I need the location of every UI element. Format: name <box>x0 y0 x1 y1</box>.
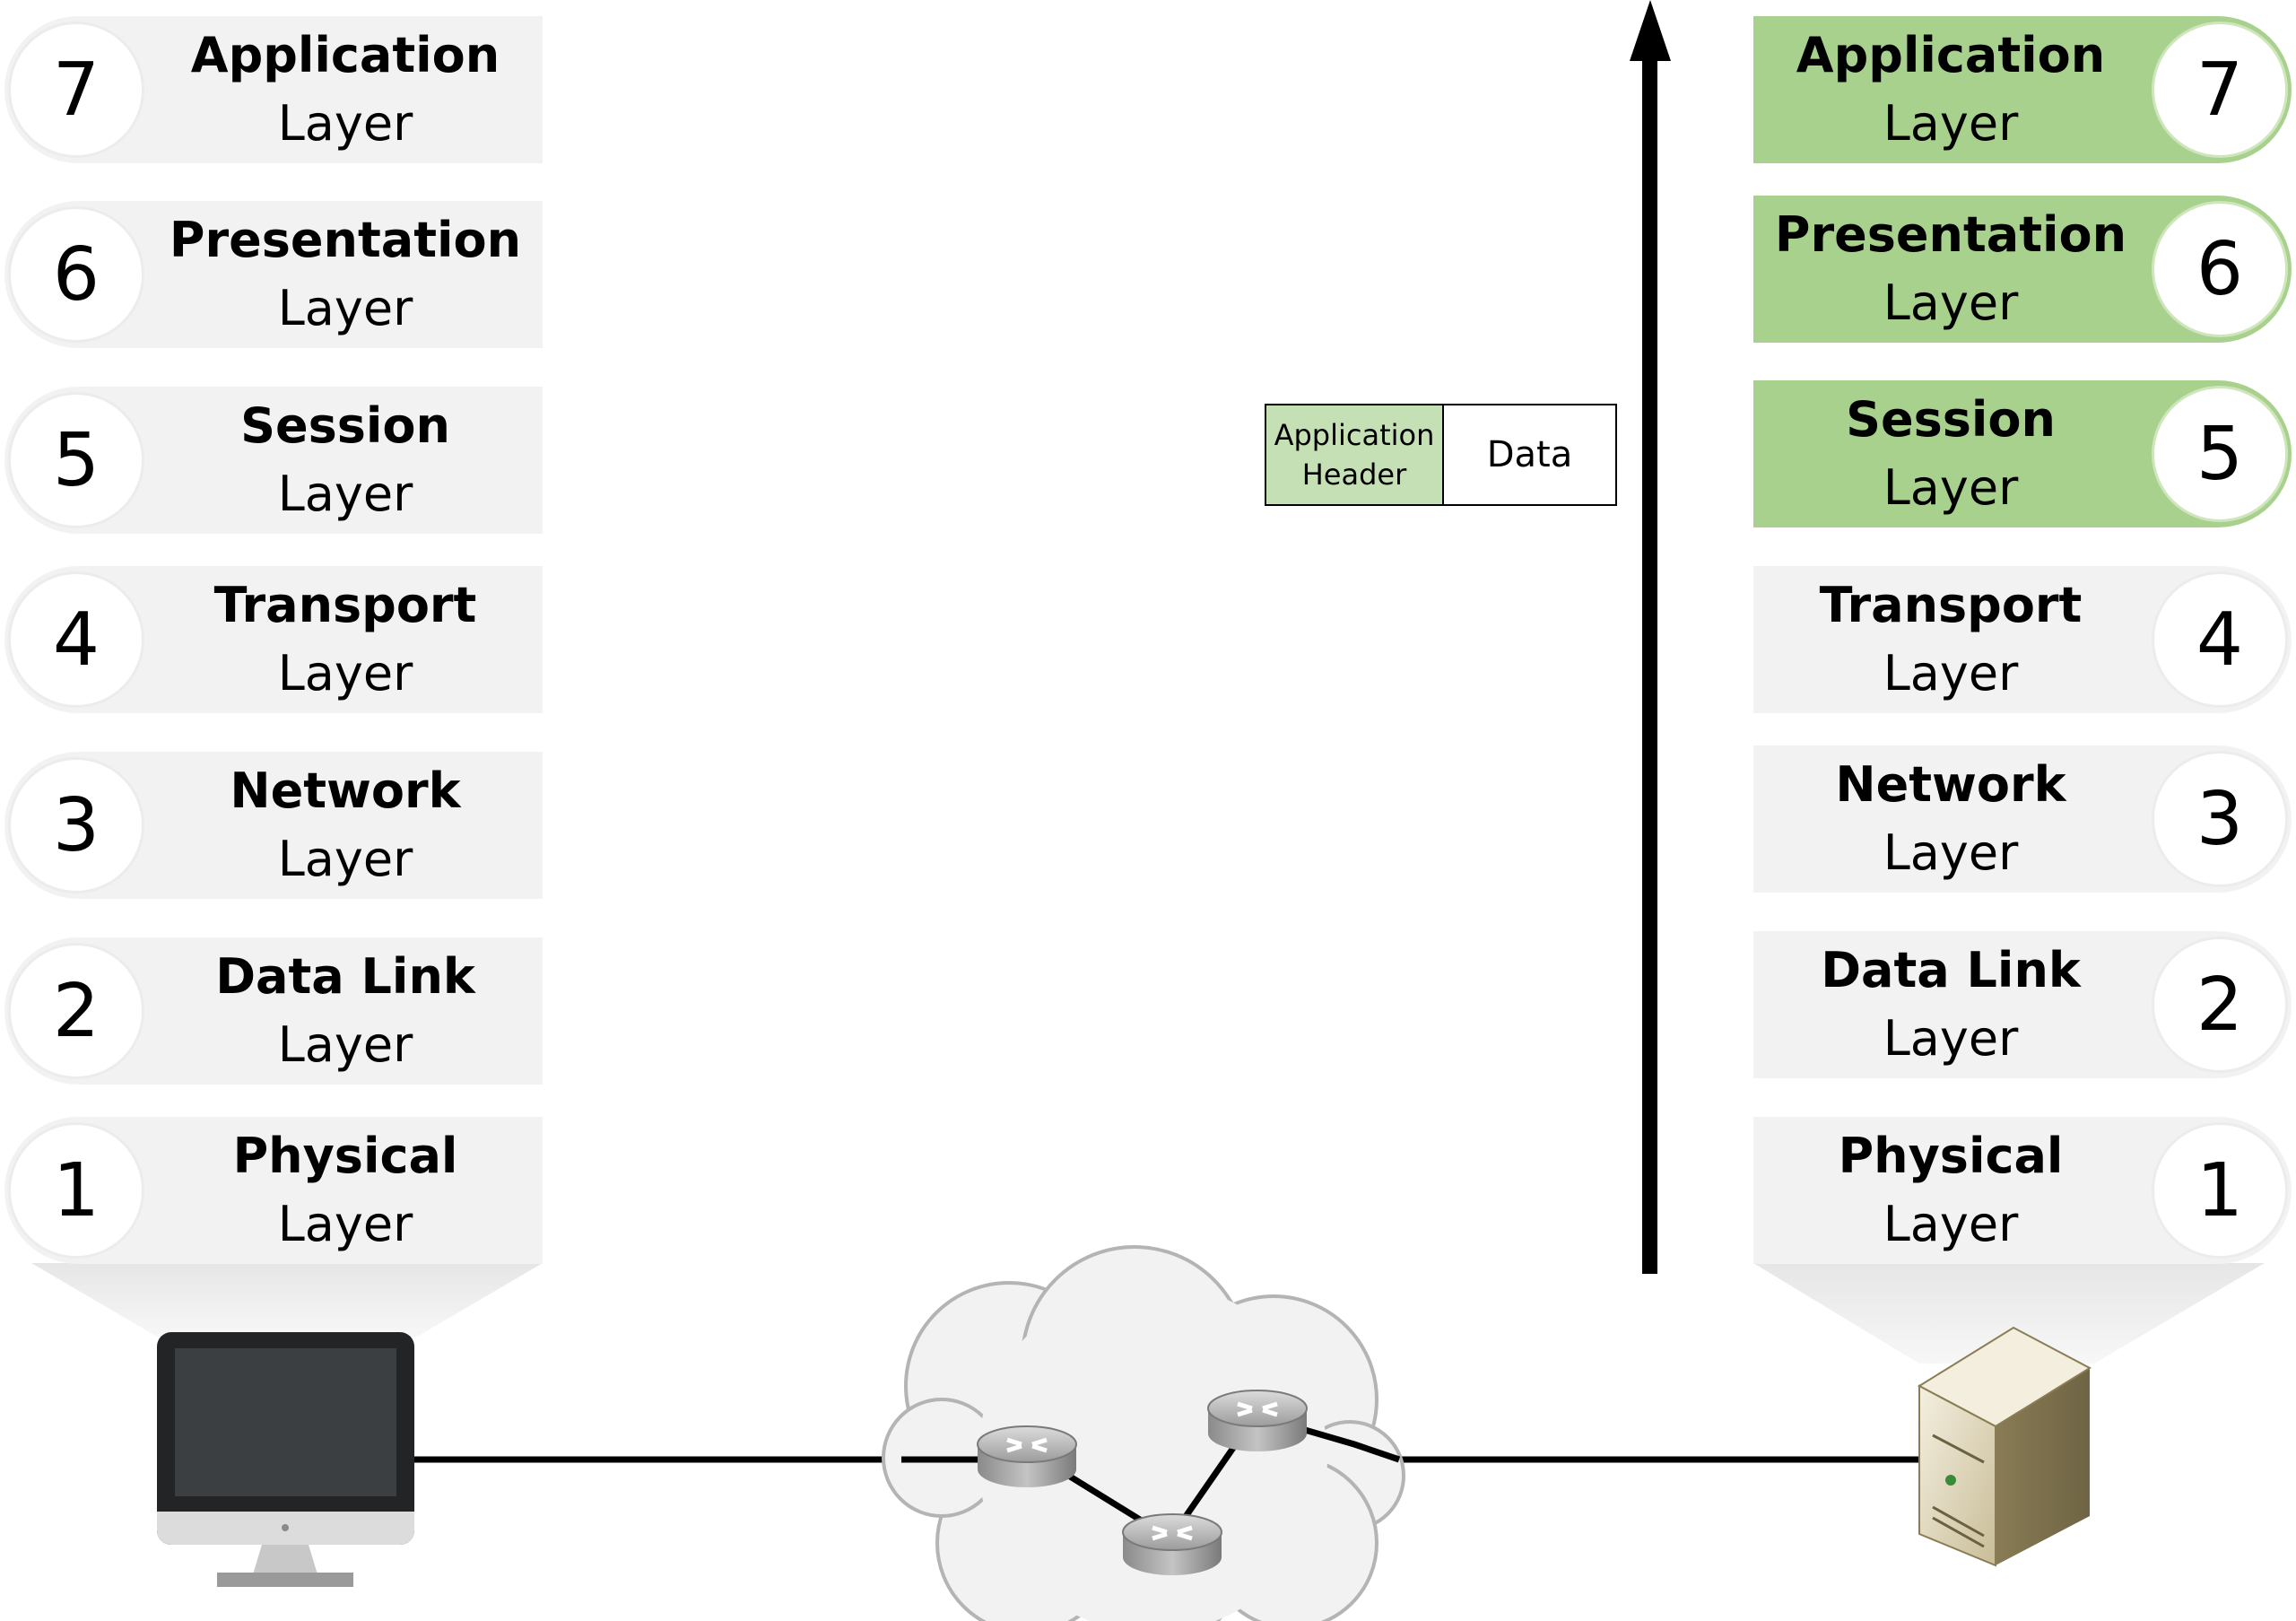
layer-name: Network <box>1835 756 2066 813</box>
layer-number: 5 <box>2152 386 2288 522</box>
layer-number: 3 <box>8 757 144 893</box>
layer-suffix: Layer <box>1883 1196 2019 1252</box>
layer-name: Presentation <box>1774 206 2127 263</box>
layer-number: 4 <box>8 571 144 708</box>
layer-suffix: Layer <box>1883 824 2019 881</box>
layer-number: 7 <box>2152 22 2288 158</box>
layer-name: Data Link <box>1821 942 2081 998</box>
pdu-block: Application Header Data <box>1265 404 1617 506</box>
layer-number: 6 <box>2152 201 2288 337</box>
header-line-2: Header <box>1301 458 1407 492</box>
layer-suffix: Layer <box>277 466 413 522</box>
layer-suffix: Layer <box>277 1016 413 1073</box>
right-stack-beam <box>1753 1263 2265 1364</box>
layer-suffix: Layer <box>1883 95 2019 152</box>
data-cell: Data <box>1444 405 1615 504</box>
header-line-1: Application <box>1274 418 1435 452</box>
layer-name: Presentation <box>169 212 522 268</box>
layer-suffix: Layer <box>1883 1010 2019 1067</box>
router-icon <box>977 1425 1077 1487</box>
layer-name: Session <box>1846 391 2056 448</box>
layer-name: Transport <box>1819 577 2083 633</box>
layer-number: 1 <box>2152 1122 2288 1259</box>
layer-suffix: Layer <box>1883 275 2019 331</box>
layer-name: Physical <box>232 1128 458 1184</box>
left-stack-beam <box>31 1263 543 1337</box>
layer-name: Data Link <box>215 948 475 1005</box>
application-header-cell: Application Header <box>1266 405 1444 504</box>
layer-number: 2 <box>8 943 144 1079</box>
layer-suffix: Layer <box>1883 645 2019 702</box>
layer-suffix: Layer <box>1883 459 2019 516</box>
layer-suffix: Layer <box>277 1196 413 1252</box>
layer-number: 1 <box>8 1122 144 1259</box>
layer-name: Physical <box>1838 1128 2064 1184</box>
layer-name: Application <box>190 27 500 83</box>
layer-name: Session <box>240 397 450 454</box>
router-icon <box>1122 1513 1222 1575</box>
layer-number: 7 <box>8 22 144 158</box>
server-tower-icon <box>1917 1326 2092 1567</box>
layer-suffix: Layer <box>277 645 413 702</box>
computer-monitor-icon <box>157 1332 414 1587</box>
layer-name: Transport <box>213 577 477 633</box>
router-icon <box>1207 1390 1308 1451</box>
layer-suffix: Layer <box>277 95 413 152</box>
layer-suffix: Layer <box>277 831 413 887</box>
layer-name: Application <box>1796 27 2106 83</box>
upward-flow-arrow <box>1630 0 1671 1274</box>
layer-number: 2 <box>2152 937 2288 1073</box>
layer-name: Network <box>230 763 461 819</box>
layer-number: 3 <box>2152 751 2288 887</box>
layer-number: 6 <box>8 206 144 343</box>
layer-number: 4 <box>2152 571 2288 708</box>
layer-number: 5 <box>8 392 144 528</box>
layer-suffix: Layer <box>277 280 413 336</box>
